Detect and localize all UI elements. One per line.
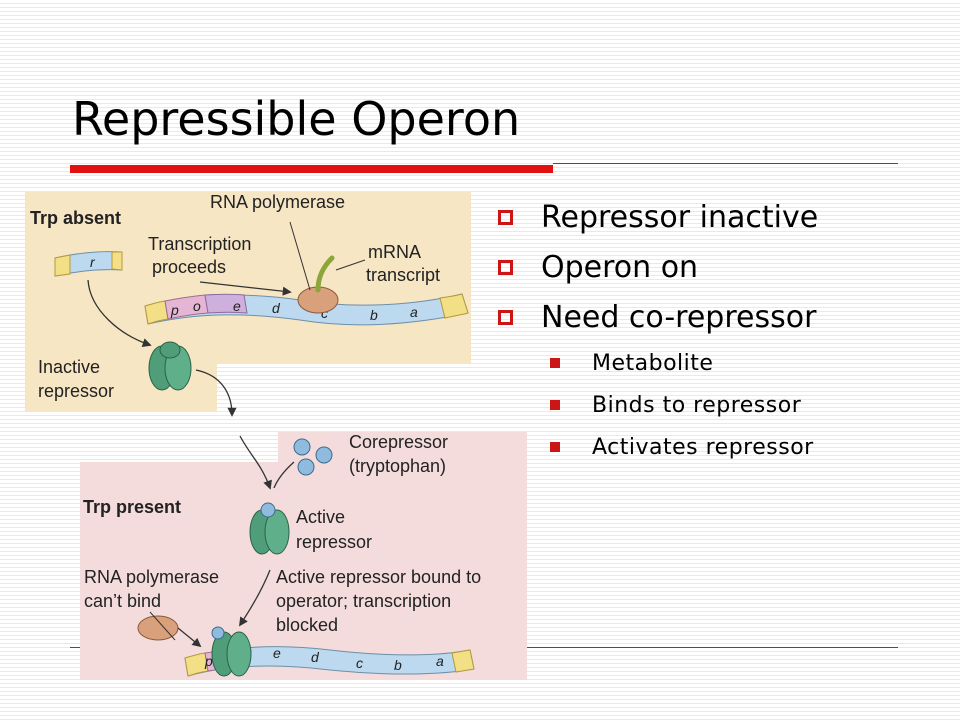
filled-square-bullet-icon	[550, 442, 560, 452]
gene-label: c	[321, 305, 328, 321]
sub-bullet-item: Metabolite	[498, 342, 818, 384]
label-corepressor: Corepressor	[349, 432, 448, 452]
label-rna-polymerase: RNA polymerase	[210, 192, 345, 212]
bullet-text: Operon on	[541, 249, 699, 285]
arrow-corepressor	[239, 435, 272, 490]
gene-label: o	[193, 298, 201, 314]
panel-top-bg-ext	[25, 364, 217, 412]
label-transcription: Transcription	[148, 234, 251, 254]
bullet-text: Need co-repressor	[541, 299, 817, 335]
label-bound-3: blocked	[276, 615, 338, 635]
gene-label: o	[244, 643, 252, 659]
pointer-rna-polymerase	[289, 221, 311, 291]
gene-label: e	[233, 298, 241, 314]
gene-label: b	[370, 307, 378, 323]
label-inactive: Inactive	[38, 357, 100, 377]
rna-polymerase-blob-icon	[297, 286, 339, 314]
arrow-to-repressor	[87, 279, 152, 348]
label-bound-2: operator; transcription	[276, 591, 451, 611]
arrow-blocked	[177, 627, 202, 648]
sub-bullet-text: Metabolite	[592, 350, 714, 376]
inactive-repressor-icon	[148, 341, 192, 391]
label-proceeds: proceeds	[152, 257, 226, 277]
mrna-strand-icon	[315, 255, 335, 293]
panel-bottom-bg-top	[278, 432, 527, 462]
sub-bullet-item: Binds to repressor	[498, 384, 818, 426]
panel-trp-present: Trp present Corepressor (tryptophan) Act…	[80, 432, 527, 680]
label-inactive-repressor: repressor	[38, 381, 114, 401]
label-bound-1: Active repressor bound to	[276, 567, 481, 587]
label-active-repressor: repressor	[296, 532, 372, 552]
bullet-text: Repressor inactive	[541, 199, 819, 235]
hollow-square-bullet-icon	[498, 209, 513, 225]
gene-label: a	[410, 304, 418, 320]
gene-label: p	[204, 653, 213, 669]
dna-strand-top: p o e d c b a	[144, 293, 469, 326]
heading-trp-present: Trp present	[83, 497, 181, 517]
label-cant-bind: can’t bind	[84, 591, 161, 611]
gene-label: d	[272, 300, 281, 316]
arrow-corepressor-join	[273, 461, 295, 489]
bullet-item: Operon on	[498, 242, 818, 292]
title-rule	[553, 163, 898, 164]
arrow-to-bottom	[195, 369, 237, 417]
active-repressor-icon	[249, 502, 290, 555]
label-active: Active	[296, 507, 345, 527]
arrow-transcription	[199, 281, 292, 296]
sub-bullet-text: Binds to repressor	[592, 392, 802, 418]
bullet-list: Repressor inactive Operon on Need co-rep…	[498, 192, 818, 468]
label-rna-polymerase-cant: RNA polymerase	[84, 567, 219, 587]
heading-trp-absent: Trp absent	[30, 208, 121, 228]
blocked-rna-polymerase-icon	[137, 615, 179, 641]
gene-label: c	[356, 655, 363, 671]
arrow-to-operator	[238, 569, 271, 627]
title-underline	[70, 165, 553, 173]
footer-rule	[70, 647, 898, 648]
bullet-item: Need co-repressor	[498, 292, 818, 342]
bound-repressor-icon	[211, 626, 252, 677]
gene-label: a	[436, 653, 444, 669]
bullet-item: Repressor inactive	[498, 192, 818, 242]
sub-bullet-text: Activates repressor	[592, 434, 814, 460]
sub-bullet-item: Activates repressor	[498, 426, 818, 468]
hollow-square-bullet-icon	[498, 309, 513, 325]
label-tryptophan: (tryptophan)	[349, 456, 446, 476]
gene-label: b	[394, 657, 402, 673]
gene-label: p	[170, 302, 179, 318]
filled-square-bullet-icon	[550, 358, 560, 368]
label-transcript: transcript	[366, 265, 440, 285]
hollow-square-bullet-icon	[498, 259, 513, 275]
panel-trp-absent: Trp absent RNA polymerase Transcription …	[25, 192, 471, 417]
label-mrna: mRNA	[368, 242, 421, 262]
pointer-mrna	[335, 259, 366, 271]
filled-square-bullet-icon	[550, 400, 560, 410]
panel-top-bg	[25, 192, 471, 364]
gene-r-label: r	[90, 254, 96, 270]
gene-r-segment: r	[54, 251, 123, 277]
tryptophan-icon	[293, 438, 333, 476]
pointer-cant-bind	[149, 611, 176, 641]
slide-title: Repressible Operon	[72, 92, 521, 146]
gene-label: d	[311, 649, 320, 665]
